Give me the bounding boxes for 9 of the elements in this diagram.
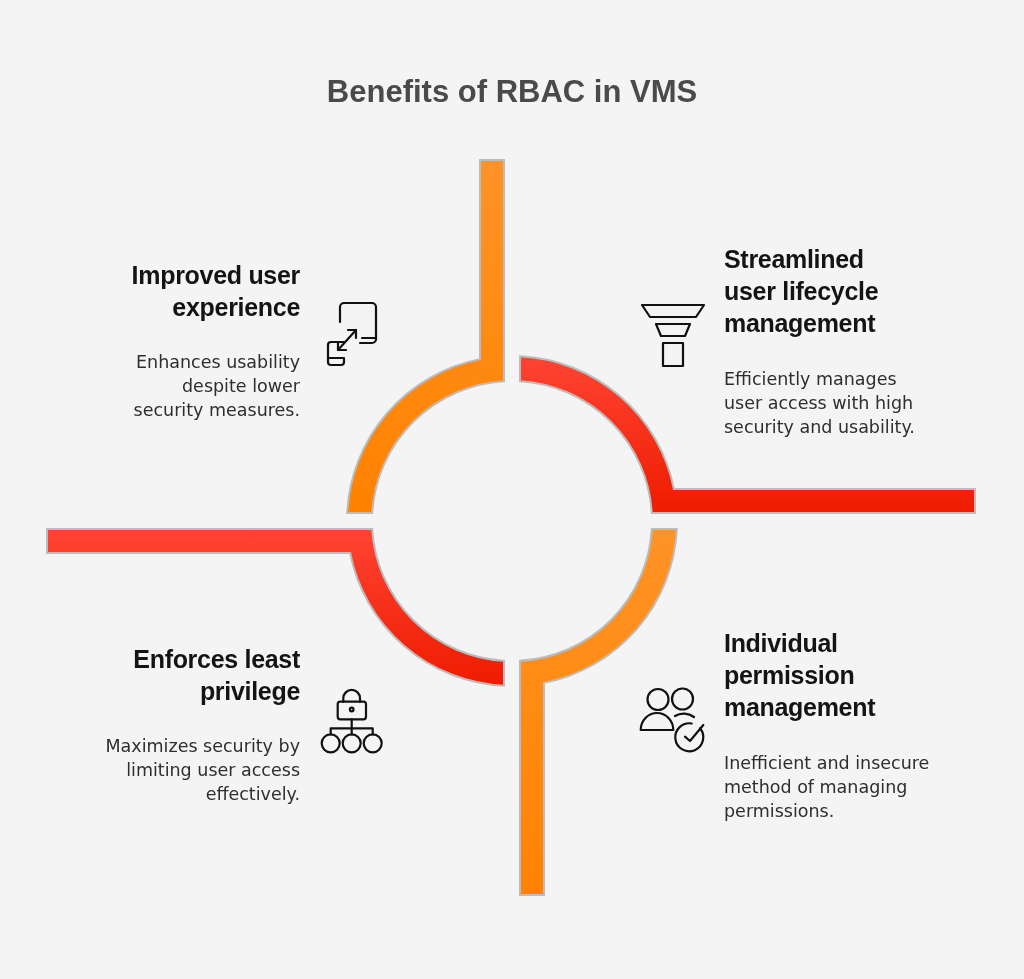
title: Benefits of RBAC in VMS <box>326 74 698 109</box>
description: Efficiently manages user access with high security and usability. <box>724 368 916 439</box>
heading: Individual permission management <box>724 628 877 723</box>
description: Inefficient and insecure method of managing permissions. <box>724 752 931 823</box>
heading: Improved user experience <box>130 260 300 323</box>
description: Enhances usability despite lower security measures. <box>132 351 300 422</box>
description: Maximizes security by limiting user access effectively. <box>104 735 300 806</box>
heading: Streamlined user lifecycle management <box>724 244 880 339</box>
heading: Enforces least privilege <box>132 644 300 707</box>
